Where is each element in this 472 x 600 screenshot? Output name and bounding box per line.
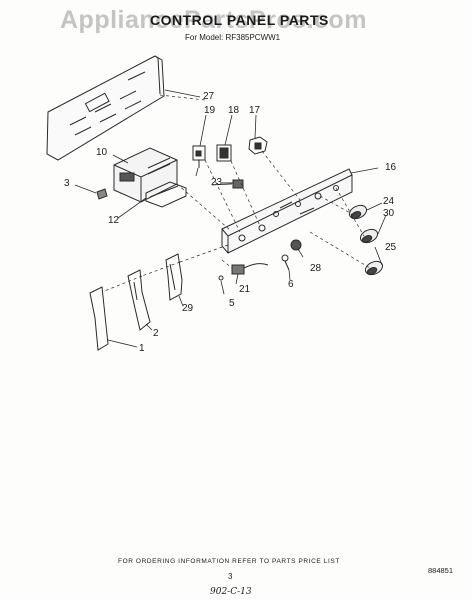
part-24-knob	[347, 203, 368, 221]
label-part-18: 18	[228, 105, 240, 116]
part-5-screw	[219, 276, 223, 280]
part-18-switch	[217, 145, 231, 161]
label-part-21: 21	[239, 284, 251, 295]
ordering-note: FOR ORDERING INFORMATION REFER TO PARTS …	[118, 558, 340, 565]
label-part-10: 10	[96, 147, 108, 158]
label-part-28: 28	[310, 263, 322, 274]
label-part-6: 6	[288, 279, 294, 290]
part-1-side-trim	[90, 287, 108, 350]
part-25-knob	[363, 259, 384, 277]
model-subtitle: For Model: RF385PCWW1	[185, 33, 281, 42]
label-part-24: 24	[383, 196, 395, 207]
part-12-clock-lens	[146, 182, 186, 207]
label-part-1: 1	[139, 343, 145, 354]
part-16-control-panel	[222, 169, 352, 253]
part-23-connector	[222, 180, 243, 188]
handwritten-note: 902-C-13	[210, 587, 252, 597]
part-6-screw	[282, 255, 289, 270]
label-part-12: 12	[108, 215, 120, 226]
label-part-30: 30	[383, 208, 395, 219]
label-part-2: 2	[153, 328, 159, 339]
document-code: 884851	[428, 566, 454, 575]
watermark: AppliancePartsPros.com	[60, 6, 367, 34]
page-title: CONTROL PANEL PARTS	[150, 12, 329, 28]
label-part-5: 5	[229, 298, 235, 309]
label-part-19: 19	[204, 105, 216, 116]
part-3-insert	[97, 189, 107, 199]
label-part-17: 17	[249, 105, 261, 116]
label-part-23: 23	[211, 177, 223, 188]
part-17-switch	[249, 137, 267, 154]
part-27-back-panel	[47, 56, 164, 160]
label-part-25: 25	[385, 242, 397, 253]
label-part-27: 27	[203, 91, 215, 102]
label-part-16: 16	[385, 162, 397, 173]
page-number: 3	[228, 572, 233, 581]
part-28-indicator	[291, 240, 301, 250]
part-2-bracket	[128, 270, 150, 330]
part-19-switch	[193, 146, 205, 168]
part-30-knob	[358, 227, 379, 245]
part-29-end-cap	[166, 254, 182, 300]
label-part-29: 29	[182, 303, 194, 314]
part-21-lamp-socket	[232, 264, 268, 274]
label-part-3: 3	[64, 178, 70, 189]
